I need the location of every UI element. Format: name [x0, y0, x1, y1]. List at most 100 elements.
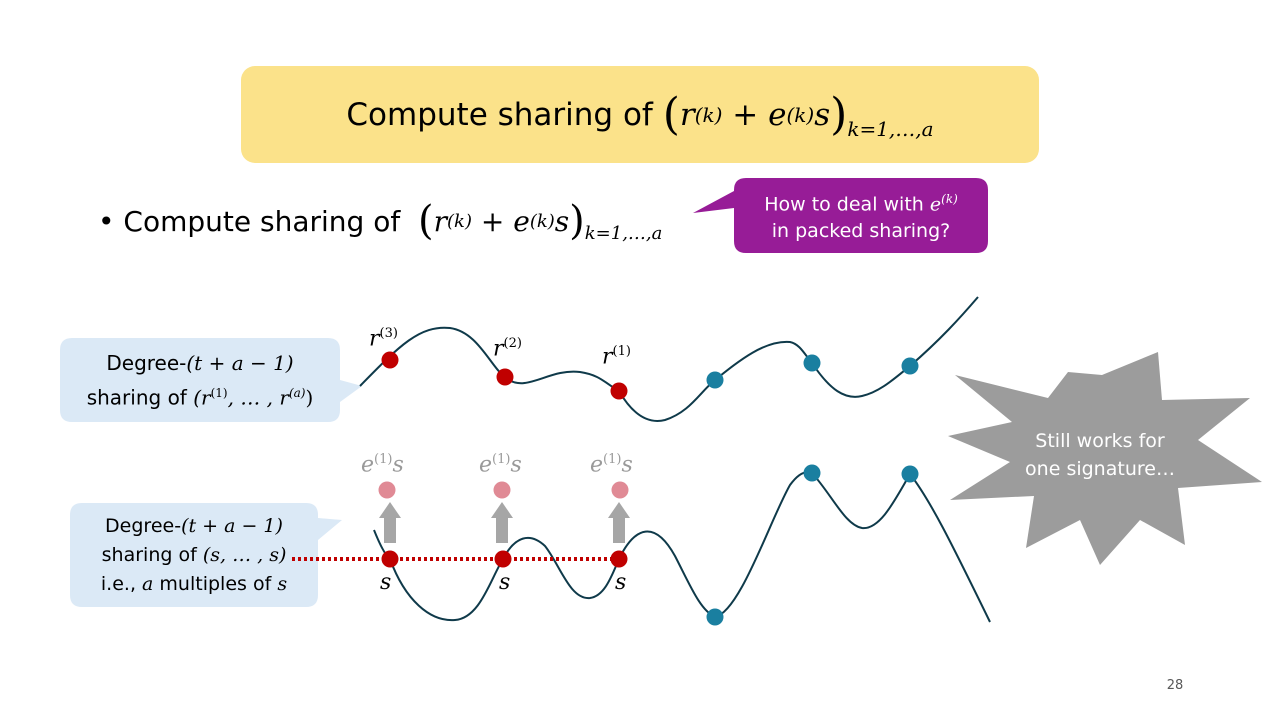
star-line-1: Still works for [1035, 430, 1165, 452]
label-e1s-3-base: e [590, 452, 604, 478]
blue1-close: ) [305, 385, 314, 410]
blue2-line-2: sharing of (s, … , s) [102, 541, 287, 570]
blue1-supa: (a) [288, 385, 306, 400]
blue2-a: a [142, 572, 154, 595]
bullet-subscript: k=1,…,a [584, 222, 663, 244]
label-r1-base: r [602, 344, 613, 370]
red-point-r1 [610, 382, 628, 400]
starburst-shape [948, 352, 1262, 565]
bullet-k-sup: (k) [447, 210, 472, 232]
blue2-line-1: Degree-(t + a − 1) [105, 512, 283, 541]
label-r1: r(1) [602, 344, 631, 369]
title-k-sup: (k) [694, 102, 723, 127]
title-r: r [679, 96, 695, 133]
title-e: e [768, 96, 787, 133]
blue2-degree-word: Degree- [105, 514, 182, 537]
label-r1-sup: (1) [612, 344, 631, 359]
label-e1s-1: e(1)s [361, 452, 404, 477]
bottom-polynomial-curve [373, 471, 991, 623]
bullet-marker: • [98, 204, 115, 238]
blue2-s: s [277, 572, 288, 595]
label-s-1: s [380, 570, 392, 595]
bullet-e: e [513, 204, 530, 238]
label-r3: r(3) [369, 326, 398, 351]
label-e1s-2-base: e [479, 452, 493, 478]
blue1-vector-start: (r [193, 385, 211, 410]
blue2-degree: (t + a − 1) [181, 514, 283, 537]
blue-callout-1-shape [60, 338, 362, 422]
title-formula: Compute sharing of ( r(k) + e(k)s )k=1,…… [241, 66, 1039, 163]
blue-callout-1-text: Degree-(t + a − 1) sharing of (r(1), … ,… [60, 338, 340, 422]
title-plus: + [732, 96, 759, 133]
pink-point-2 [493, 481, 511, 499]
blue1-vector-mid: , … , r [227, 385, 289, 410]
blue2-ie: i.e., [100, 572, 136, 595]
red-point-s-3 [610, 550, 628, 568]
blue2-multiples-of: multiples of [159, 572, 272, 595]
title-close-paren: ) [830, 88, 848, 140]
bullet-close-paren: ) [569, 198, 585, 244]
purple-line-1: How to deal with e(k) [764, 186, 958, 218]
purple-e: e [929, 193, 942, 216]
blue2-sharing-of: sharing of [101, 543, 197, 566]
bullet-s: s [554, 204, 570, 238]
red-point-s-2 [494, 550, 512, 568]
blue2-vector: (s, … , s) [202, 543, 287, 566]
teal-point-top-2 [803, 354, 821, 372]
blue1-degree: (t + a − 1) [186, 350, 294, 375]
bullet-prefix: Compute sharing of [123, 204, 401, 238]
label-s-3: s [615, 570, 627, 595]
red-point-r3 [381, 351, 399, 369]
label-e1s-1-base: e [361, 452, 375, 478]
star-line-2: one signature… [1025, 458, 1175, 480]
label-r2-sup: (2) [503, 336, 522, 351]
teal-point-bottom-2 [803, 464, 821, 482]
blue1-degree-word: Degree- [106, 350, 187, 375]
pink-point-3 [611, 481, 629, 499]
label-r3-base: r [369, 326, 380, 352]
red-point-r2 [496, 368, 514, 386]
up-arrow-1 [379, 502, 401, 543]
label-e1s-1-tail: s [392, 452, 404, 478]
label-e1s-3-sup: (1) [603, 452, 622, 467]
blue1-line-2: sharing of (r(1), … , r(a)) [87, 378, 314, 413]
bullet-r: r [433, 204, 448, 238]
teal-point-bottom-3 [901, 465, 919, 483]
label-e1s-1-sup: (1) [374, 452, 393, 467]
label-e1s-2: e(1)s [479, 452, 522, 477]
title-k-sup-2: (k) [786, 102, 815, 127]
page-number: 28 [1166, 678, 1184, 693]
starburst-text: Still works for one signature… [1000, 420, 1200, 490]
label-e1s-3-tail: s [621, 452, 633, 478]
blue1-sharing-of: sharing of [86, 385, 187, 410]
purple-line1-text: How to deal with [764, 193, 924, 216]
blue2-line-3: i.e., a multiples of s [101, 570, 287, 599]
purple-callout-shape [693, 178, 988, 253]
label-r2-base: r [493, 336, 504, 362]
title-s: s [814, 96, 831, 133]
label-r2: r(2) [493, 336, 522, 361]
bullet-plus: + [480, 204, 505, 238]
up-arrow-3 [608, 502, 630, 543]
teal-point-top-1 [706, 371, 724, 389]
label-e1s-3: e(1)s [590, 452, 633, 477]
pink-point-1 [378, 481, 396, 499]
bullet-k-sup-2: (k) [529, 210, 555, 232]
title-banner [241, 66, 1039, 163]
purple-line-2: in packed sharing? [771, 220, 951, 243]
up-arrow-2 [491, 502, 513, 543]
label-e1s-2-tail: s [510, 452, 522, 478]
arrows-group [379, 502, 630, 543]
purple-callout-text: How to deal with e(k) in packed sharing? [734, 178, 988, 253]
label-e1s-2-sup: (1) [492, 452, 511, 467]
teal-point-top-3 [901, 357, 919, 375]
label-r3-sup: (3) [379, 326, 398, 341]
label-s-2: s [499, 570, 511, 595]
blue1-line-1: Degree-(t + a − 1) [106, 348, 293, 378]
top-polynomial-curve [359, 296, 979, 422]
bullet-line: • Compute sharing of ( r(k) + e(k)s )k=1… [98, 186, 738, 256]
bullet-open-paren: ( [418, 198, 434, 244]
blue-callout-2-shape [70, 503, 342, 607]
red-point-s-1 [381, 550, 399, 568]
